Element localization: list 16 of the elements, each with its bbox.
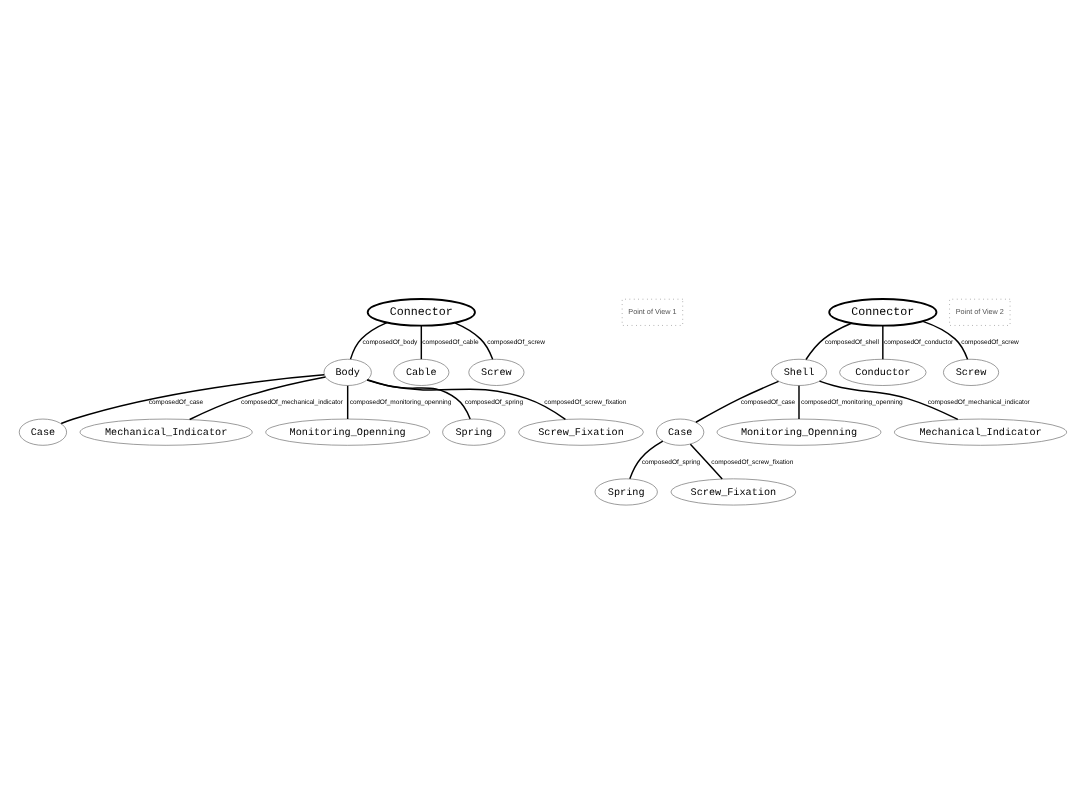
connector [689,442,723,479]
connector [629,439,664,479]
connector [922,319,969,360]
connector [188,375,327,420]
connector [818,379,959,420]
connector [366,378,567,420]
connector [60,373,325,424]
connector [346,384,349,419]
connector [798,384,800,419]
connector [420,324,423,359]
connector [349,320,388,359]
connector [454,321,494,359]
connector [366,378,471,419]
connector [695,379,780,422]
connector [805,321,853,360]
connector [882,324,884,359]
